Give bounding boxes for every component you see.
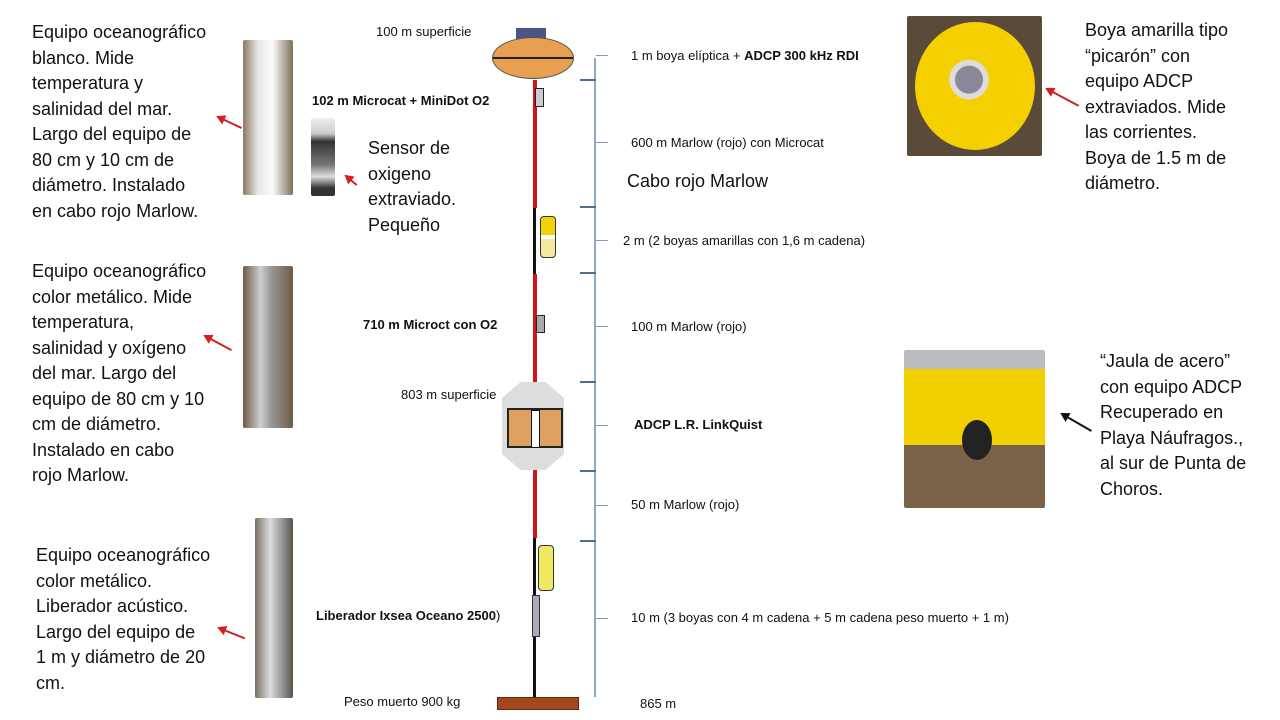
bracket-tick: [596, 55, 608, 56]
bracket-tick: [596, 618, 608, 619]
microcat-metal-photo: [243, 266, 293, 428]
segment-bracket: [594, 208, 596, 272]
segment-text: 1 m boya elíptica +: [631, 48, 745, 63]
bracket-tick: [596, 326, 608, 327]
bracket-cap: [580, 540, 596, 542]
anchor-weight: [497, 697, 579, 710]
arrow-icon: [1046, 88, 1080, 107]
bracket-cap: [580, 272, 596, 274]
bracket-cap: [580, 206, 596, 208]
microcat-metal-description: Equipo oceanográfico color metálico. Mid…: [32, 261, 207, 485]
bracket-tick: [596, 425, 608, 426]
microcat-1: [535, 88, 544, 107]
minidot-description: Sensor de oxigeno extraviado. Pequeño: [368, 138, 457, 235]
yellow-buoys-2: [540, 216, 556, 258]
elliptical-buoy: [492, 37, 574, 79]
arrow-icon: [204, 335, 232, 351]
red-cable: [533, 80, 537, 208]
segment-bracket: [594, 58, 596, 80]
adcp-depth-label: 803 m superficie: [401, 387, 497, 402]
segment-bracket: [594, 80, 596, 206]
segment-label-10m: 10 m (3 boyas con 4 m cadena + 5 m caden…: [631, 610, 1009, 625]
arrow-icon: [218, 627, 246, 640]
acoustic-release-photo: [255, 518, 293, 698]
bracket-tick: [596, 505, 608, 506]
segment-label-600m: 600 m Marlow (rojo) con Microcat: [631, 135, 824, 150]
anchor-label: Peso muerto 900 kg: [344, 694, 461, 709]
bracket-tick: [596, 142, 608, 143]
bracket-cap: [580, 470, 596, 472]
yellow-buoys-3: [538, 545, 554, 591]
release-paren: ): [495, 608, 501, 623]
arrow-icon: [217, 116, 242, 129]
yellow-buoy-description: Boya amarilla tipo “picarón” con equipo …: [1085, 20, 1229, 193]
arrow-icon: [1061, 413, 1092, 432]
segment-label-adcp: ADCP L.R. LinkQuist: [634, 417, 763, 432]
bracket-cap: [580, 381, 596, 383]
release-label: Liberador Ixsea Oceano 2500): [316, 608, 500, 623]
segment-bracket: [594, 382, 596, 470]
microcat-white-photo: [243, 40, 293, 195]
minidot-sensor-photo: [311, 118, 335, 196]
arrow-icon: [345, 175, 358, 186]
chain: [533, 208, 536, 274]
microcat-2: [536, 315, 545, 333]
microcat2-label: 710 m Microct con O2: [363, 317, 498, 332]
total-depth: 865 m: [640, 696, 677, 711]
steel-cage-description: “Jaula de acero” con equipo ADCP Recuper…: [1100, 351, 1247, 499]
bracket-cap: [580, 79, 596, 81]
top-depth-label: 100 m superficie: [376, 24, 472, 39]
segment-bracket: [594, 274, 596, 381]
microcat1-label: 102 m Microcat + MiniDot O2: [312, 93, 490, 108]
segment-label-100m: 100 m Marlow (rojo): [631, 319, 747, 334]
segment-bold: ADCP 300 kHz RDI: [744, 48, 859, 63]
yellow-buoy-photo: [907, 16, 1042, 156]
segment-label-2m: 2 m (2 boyas amarillas con 1,6 m cadena): [623, 233, 866, 248]
microcat-white-description: Equipo oceanográfico blanco. Mide temper…: [32, 22, 207, 221]
segment-bracket: [594, 541, 596, 697]
segment-label-50m: 50 m Marlow (rojo): [631, 497, 740, 512]
acoustic-release-description: Equipo oceanográfico color metálico. Lib…: [36, 545, 211, 693]
segment-bracket: [594, 471, 596, 540]
acoustic-release: [532, 595, 540, 637]
bracket-tick: [596, 240, 608, 241]
red-cable: [533, 468, 537, 538]
steel-cage-photo: [904, 350, 1045, 508]
cable-label: Cabo rojo Marlow: [627, 171, 769, 191]
release-name: Liberador Ixsea Oceano 2500: [316, 608, 496, 623]
adcp-floats: [507, 408, 563, 448]
red-cable: [533, 274, 537, 394]
segment-label-buoy: 1 m boya elíptica + ADCP 300 kHz RDI: [631, 48, 859, 63]
